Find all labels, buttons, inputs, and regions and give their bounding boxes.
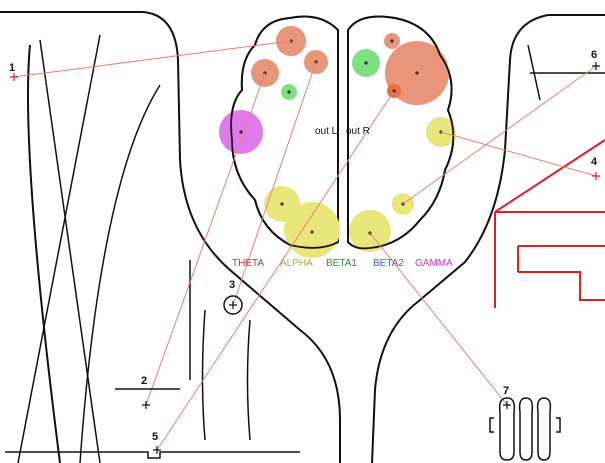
marker-3-number: 3 — [229, 279, 235, 291]
marker-5-crosshair-icon — [153, 446, 161, 454]
marker-4-number: 4 — [591, 156, 598, 168]
marker-7-crosshair-icon — [503, 401, 511, 409]
marker-4[interactable]: 4 — [591, 156, 600, 180]
legend-theta: THETA — [232, 258, 264, 269]
marker-7-number: 7 — [503, 385, 509, 397]
out-l-label: out L — [315, 126, 338, 137]
marker-3[interactable]: 3 — [223, 279, 243, 315]
legend-beta2: BETA2 — [373, 258, 404, 269]
marker-1-crosshair-icon — [10, 73, 18, 81]
marker-3-crosshair-icon — [229, 301, 237, 309]
marker-3-circle-icon — [223, 295, 243, 315]
left-panel-outline — [0, 11, 341, 463]
red-structure — [494, 139, 605, 308]
marker-4-crosshair-icon — [592, 172, 600, 180]
marker-5-number: 5 — [152, 431, 158, 443]
marker-6[interactable]: 6 — [591, 49, 600, 70]
marker-7[interactable]: 7 — [489, 385, 561, 461]
patch-links — [13, 40, 597, 451]
marker-2[interactable]: 2 — [115, 375, 180, 409]
marker-2-number: 2 — [141, 375, 147, 387]
legend-gamma: GAMMA — [415, 258, 453, 269]
right-panel-outline — [371, 14, 605, 463]
legend-alpha: ALPHA — [280, 258, 313, 269]
marker-6-number: 6 — [591, 49, 597, 61]
marker-2-crosshair-icon — [142, 401, 150, 409]
marker-1[interactable]: 1 — [9, 62, 18, 81]
pipes-glyph-icon — [489, 397, 561, 461]
band-legend: THETA ALPHA BETA1 BETA2 GAMMA — [232, 258, 453, 269]
legend-beta1: BETA1 — [326, 258, 357, 269]
marker-6-crosshair-icon — [592, 62, 600, 70]
out-r-label: out R — [346, 126, 370, 137]
marker-5[interactable]: 5 — [152, 431, 161, 454]
brain-outline-top — [230, 15, 455, 250]
marker-1-number: 1 — [9, 62, 15, 74]
